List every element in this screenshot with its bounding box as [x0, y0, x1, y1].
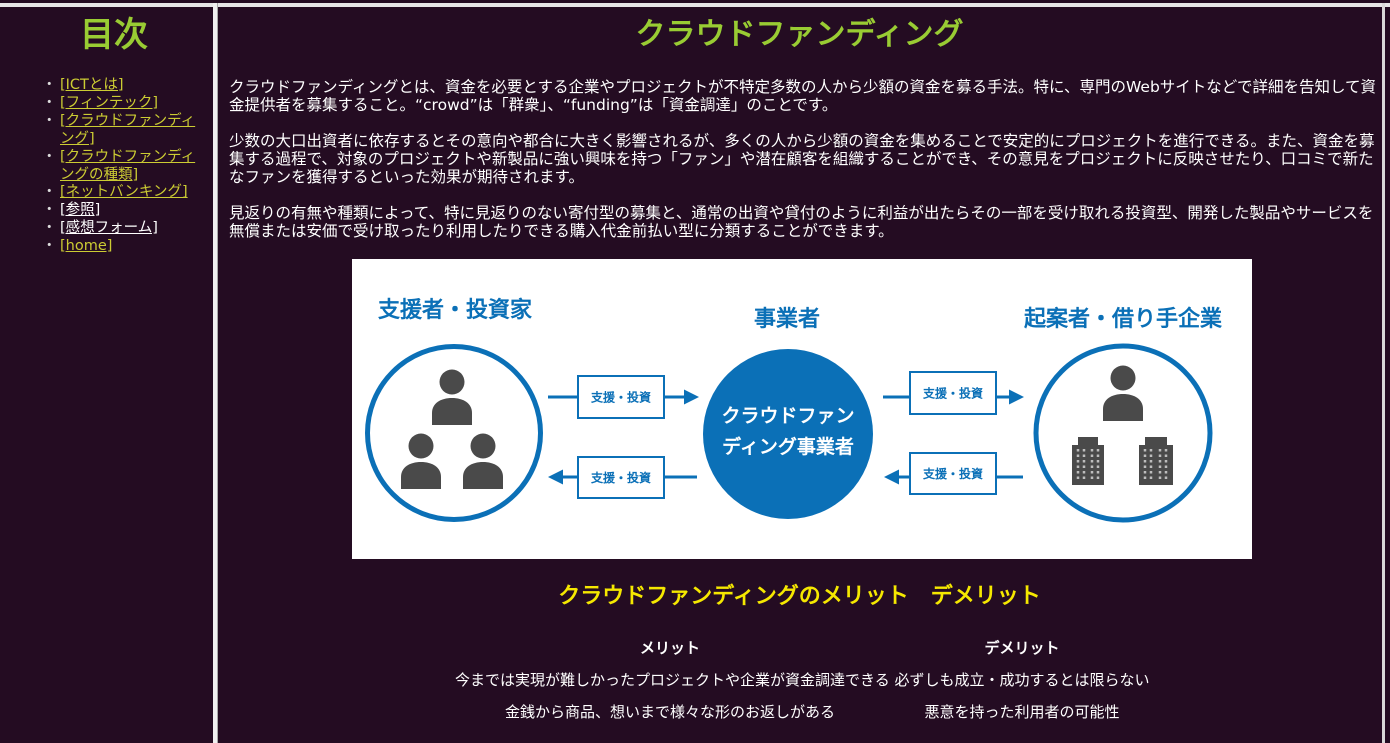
nav-item-crowdfunding: ・ [クラウドファンディング] — [42, 113, 205, 149]
paragraph-definition: クラウドファンディングとは、資金を必要とする企業やプロジェクトが不特定多数の人か… — [229, 78, 1377, 114]
building-windows — [1076, 449, 1100, 482]
intro-text: クラウドファンディングとは、資金を必要とする企業やプロジェクトが不特定多数の人か… — [229, 78, 1379, 258]
building-windows — [1143, 449, 1168, 482]
arrow-label: 支援・投資 — [590, 470, 651, 485]
list-bullet: ・ — [42, 202, 57, 219]
nav-link-references[interactable]: [参照] — [60, 202, 101, 219]
table-row: 金銭から商品、想いまで様々な形のお返しがある 悪意を持った利用者の可能性 — [455, 695, 1159, 727]
table-row: 今までは実現が難しかったプロジェクトや企業が資金調達できる 必ずしも成立・成功す… — [455, 663, 1159, 695]
merits-header: メリット — [639, 638, 700, 657]
arrow-head — [1009, 389, 1024, 405]
arrow-label-box — [909, 371, 997, 415]
frame-divider[interactable] — [213, 3, 218, 743]
nav-item-net-banking: ・ [ネットバンキング] — [42, 184, 205, 202]
borrowers-label: 起案者・借り手企業 — [1023, 306, 1223, 332]
arrow-label-box — [577, 456, 665, 499]
arrow-support-to-platform: 支援・投資 — [548, 375, 699, 419]
platform-circle — [703, 349, 873, 519]
list-bullet: ・ — [42, 77, 57, 93]
person-body — [432, 398, 472, 425]
business-label: 事業者 — [754, 306, 820, 332]
nav-list: ・ [ICTとは] ・ [フィンテック] ・ [クラウドファンディング] ・ [… — [42, 77, 205, 256]
list-bullet: ・ — [42, 238, 57, 255]
nav-frame: 目次 ・ [ICTとは] ・ [フィンテック] ・ [クラウドファンディング] … — [0, 7, 213, 743]
merits-heading: クラウドファンディングのメリット デメリット — [558, 584, 1041, 609]
arrow-label: 支援・投資 — [590, 390, 651, 405]
list-bullet: ・ — [42, 148, 57, 165]
nav-link-crowdfunding[interactable]: [クラウドファンディング] — [60, 112, 196, 147]
arrow-return-to-supporters: 支援・投資 — [548, 456, 697, 499]
building-icon — [1072, 437, 1104, 485]
person-head — [439, 369, 465, 395]
paragraph-types: 見返りの有無や種類によって、特に見返りのない寄付型の募集と、通常の出資や貸付のよ… — [229, 204, 1374, 240]
arrow-label: 支援・投資 — [922, 386, 983, 401]
arrow-head — [684, 389, 699, 405]
person-icon — [463, 433, 503, 489]
nav-link-feedback-form[interactable]: [感想フォーム] — [60, 220, 158, 237]
demerit-cell: 悪意を持った利用者の可能性 — [924, 702, 1120, 721]
arrow-label-box — [577, 375, 665, 419]
frame-right-border — [1382, 3, 1385, 743]
arrow-head — [884, 469, 899, 485]
platform-text-line1: クラウドファン — [721, 405, 854, 427]
person-body — [1103, 394, 1143, 421]
nav-item-ict: ・ [ICTとは] — [42, 77, 205, 95]
nav-item-feedback-form: ・ [感想フォーム] — [42, 220, 205, 238]
arrow-label: 支援・投資 — [922, 466, 983, 481]
person-icon — [401, 433, 441, 489]
demerit-cell: 必ずしも成立・成功するとは限らない — [894, 670, 1150, 689]
list-bullet: ・ — [42, 94, 57, 111]
supporters-label: 支援者・投資家 — [378, 297, 533, 323]
person-icon — [1103, 365, 1143, 421]
person-body — [401, 462, 441, 489]
nav-item-fintech: ・ [フィンテック] — [42, 95, 205, 113]
building-shape — [1139, 437, 1173, 485]
person-head — [1110, 365, 1136, 391]
list-bullet: ・ — [42, 184, 57, 201]
building-shape — [1072, 437, 1104, 485]
crowdfunding-diagram: 支援者・投資家 事業者 起案者・借り手企業 支援・投資 支援・投資 — [352, 259, 1252, 559]
paragraph-benefits: 少数の大口出資者に依存するとその意向や都合に大きく影響されるが、多くの人から少額… — [229, 132, 1375, 186]
table-header-row: メリット デメリット — [455, 631, 1159, 663]
nav-link-ict[interactable]: [ICTとは] — [60, 77, 124, 93]
platform-text-line2: ディング事業者 — [722, 435, 854, 458]
nav-link-fintech[interactable]: [フィンテック] — [60, 94, 159, 111]
merit-cell: 今までは実現が難しかったプロジェクトや企業が資金調達できる — [455, 670, 890, 689]
nav-title: 目次 — [80, 15, 148, 55]
list-bullet: ・ — [42, 220, 57, 237]
nav-link-crowdfunding-types[interactable]: [クラウドファンディングの種類] — [60, 148, 196, 183]
frame-top-border — [0, 3, 1390, 7]
arrow-platform-to-borrowers: 支援・投資 — [883, 371, 1024, 415]
demerits-header: デメリット — [984, 638, 1060, 657]
merits-table: メリット デメリット 今までは実現が難しかったプロジェクトや企業が資金調達できる… — [455, 631, 1159, 727]
person-head — [470, 433, 496, 459]
nav-item-references: ・ [参照] — [42, 202, 205, 220]
merit-cell: 金銭から商品、想いまで様々な形のお返しがある — [504, 702, 835, 721]
nav-item-home: ・ [home] — [42, 238, 205, 256]
arrow-label-box — [909, 452, 997, 495]
page-title: クラウドファンディング — [635, 17, 964, 52]
nav-link-net-banking[interactable]: [ネットバンキング] — [60, 184, 188, 201]
list-bullet: ・ — [42, 112, 57, 129]
person-head — [408, 433, 434, 459]
person-body — [463, 462, 503, 489]
nav-item-crowdfunding-types: ・ [クラウドファンディングの種類] — [42, 149, 205, 185]
arrow-head — [548, 469, 563, 485]
nav-link-home[interactable]: [home] — [60, 238, 113, 255]
arrow-return-to-platform: 支援・投資 — [884, 452, 1023, 495]
person-icon — [432, 369, 472, 425]
building-icon — [1139, 437, 1173, 485]
content-frame: クラウドファンディング クラウドファンディングとは、資金を必要とする企業やプロジ… — [218, 7, 1381, 743]
